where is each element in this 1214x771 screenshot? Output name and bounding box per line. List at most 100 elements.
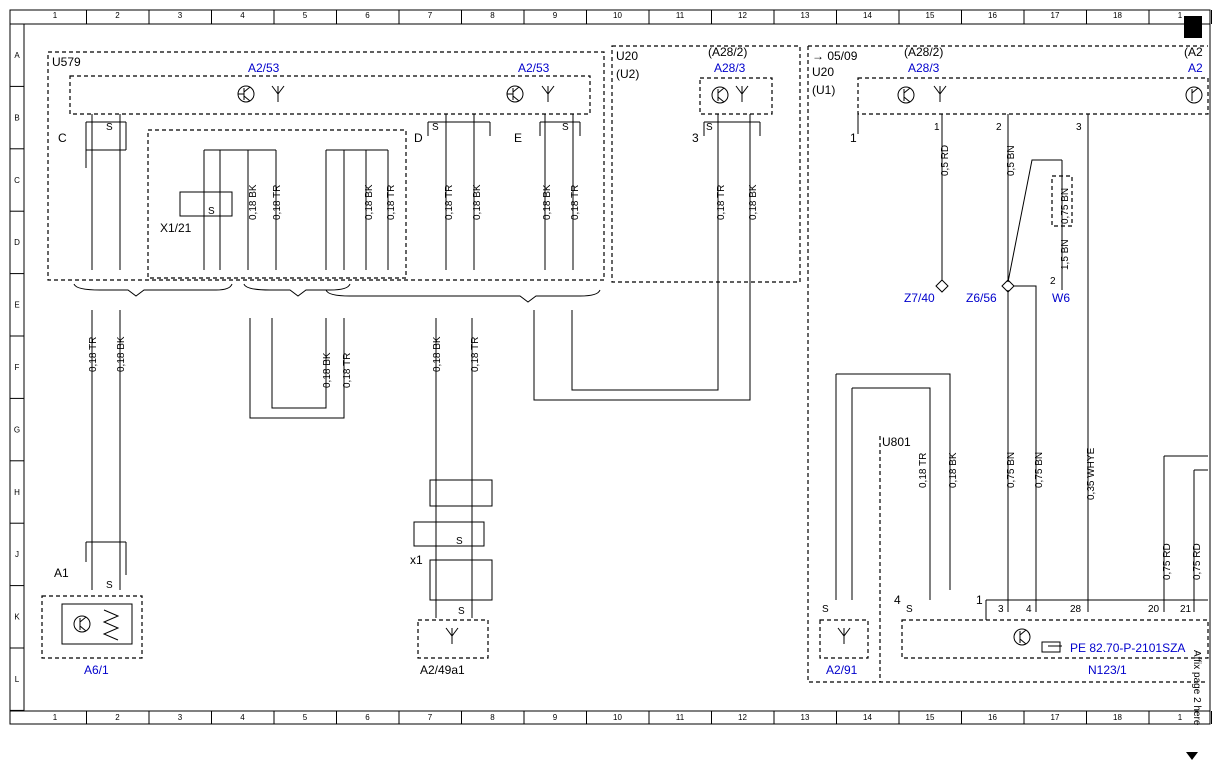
a6-1-module (41, 595, 143, 659)
connector-e-wires (539, 114, 581, 270)
connector-c-wires (85, 114, 127, 270)
shield-s-label: S (906, 604, 913, 615)
inner-dashed-box (147, 129, 407, 279)
wire-label: 0,18 BK (248, 184, 259, 220)
z6-56-wire (1007, 114, 1062, 283)
column-number: 11 (676, 713, 685, 722)
wire-label: 0,75 BN (1034, 452, 1045, 488)
transistor-icon (73, 615, 91, 633)
column-number: 12 (738, 11, 747, 20)
column-number: 18 (1113, 11, 1122, 20)
column-grid: 1122334455667788991010111112121313141415… (53, 10, 1212, 724)
connector-d-label: D (414, 131, 423, 145)
column-number: 4 (240, 11, 245, 20)
column-number: 1 (1178, 11, 1183, 20)
antenna-icon (735, 85, 749, 102)
connector-c-label: C (58, 131, 67, 145)
row-letter: D (14, 238, 20, 247)
a2-53-module-box (69, 75, 591, 115)
column-number: 9 (553, 713, 558, 722)
page-corner-icon (1184, 16, 1202, 38)
column-number: 10 (613, 713, 622, 722)
coil-icon (102, 609, 120, 641)
connector-e-label: E (514, 131, 522, 145)
row-letter: E (14, 301, 19, 310)
column-number: 14 (863, 11, 872, 20)
column-number: 9 (553, 11, 558, 20)
column-number: 7 (428, 713, 433, 722)
wire-label: 0,18 BK (364, 184, 375, 220)
pin-3-label: 3 (692, 131, 699, 145)
a2-49a1-wires (435, 318, 473, 618)
a2-49a1-module (417, 619, 489, 659)
antenna-icon (837, 627, 851, 644)
a6-1-shield (85, 541, 127, 575)
z6-56-branch (1014, 285, 1037, 612)
a28-3-mid-label: A28/3 (714, 61, 746, 75)
z7-40-label: Z7/40 (904, 291, 935, 305)
wire-label: 0,5 RD (940, 145, 951, 176)
w6-label: W6 (1052, 291, 1070, 305)
u20-u1-label: U20 (812, 65, 834, 79)
shield-s-label: S (562, 122, 569, 133)
column-number: 8 (490, 11, 495, 20)
pin-1-label: 1 (934, 122, 940, 133)
a28-2-right-label: (A28/2) (904, 45, 943, 59)
column-number: 14 (863, 713, 872, 722)
wire-label: 0,18 TR (570, 185, 581, 220)
n123-1-label: N123/1 (1088, 663, 1127, 677)
a6-1-label: A6/1 (84, 663, 109, 677)
pin-28-label: 28 (1070, 604, 1082, 615)
wire-label: 0,18 TR (272, 185, 283, 220)
pin-1-label: 1 (850, 131, 857, 145)
wire-label: 0,18 TR (386, 185, 397, 220)
transistor-icon (711, 86, 729, 104)
row-letter: J (15, 550, 19, 559)
row-letter: C (14, 176, 20, 185)
u20-u2-label: U20 (616, 49, 638, 63)
x1-21-label: X1/21 (160, 221, 192, 235)
pin-3-label: 3 (1076, 122, 1082, 133)
a28-3-right-label: A28/3 (908, 61, 940, 75)
column-number: 11 (676, 11, 685, 20)
column-number: 13 (801, 11, 810, 20)
column-number: 16 (988, 11, 997, 20)
transistor-icon (897, 86, 915, 104)
wire-label: 0,18 TR (444, 185, 455, 220)
column-number: 10 (613, 11, 622, 20)
row-letter: A (14, 51, 20, 60)
u20-u2-boundary (611, 45, 801, 283)
shield-s-label: S (208, 206, 215, 217)
column-number: 5 (303, 713, 308, 722)
n123-1-connector (985, 599, 1208, 620)
pin-1-label: 1 (976, 593, 983, 607)
wire-label: 0,18 BK (948, 452, 959, 488)
wire-label: 0,18 TR (88, 337, 99, 372)
x1-connector (413, 521, 485, 547)
a1-label: A1 (54, 566, 69, 580)
row-letter: K (14, 613, 20, 622)
a28-3-mid-wires (533, 114, 761, 401)
column-number: 2 (115, 11, 120, 20)
row-letter: B (14, 113, 19, 122)
brace (325, 289, 601, 303)
column-number: 6 (365, 713, 370, 722)
pin-21-label: 21 (1180, 604, 1192, 615)
pe-reference-link[interactable]: PE 82.70-P-2101SZA (1070, 641, 1185, 655)
ground-point-icon (1001, 279, 1015, 293)
column-number: 4 (240, 713, 245, 722)
antenna-icon (271, 85, 285, 102)
column-number: 7 (428, 11, 433, 20)
u579-label: U579 (52, 55, 81, 69)
affix-page-note: Affix page 2 here (1191, 650, 1202, 726)
z6-56-label: Z6/56 (966, 291, 997, 305)
wire-label: 0,18 TR (470, 337, 481, 372)
column-number: 5 (303, 11, 308, 20)
wire-label: 0,18 TR (918, 453, 929, 488)
column-number: 1 (1178, 713, 1183, 722)
a6-1-inner (61, 603, 133, 645)
a2-49a1-label: A2/49a1 (420, 663, 465, 677)
column-number: 15 (926, 11, 935, 20)
